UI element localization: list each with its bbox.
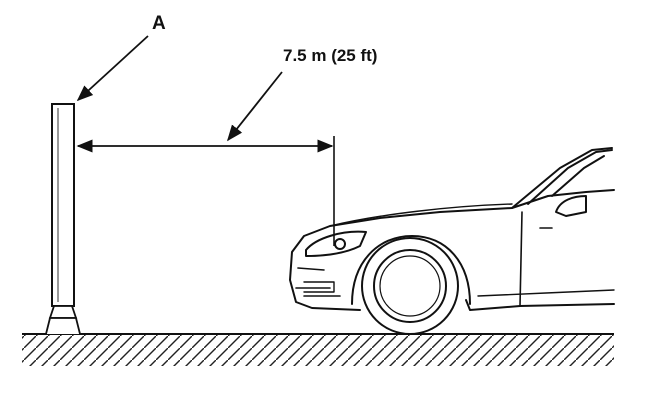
screen-stand-base	[45, 317, 81, 335]
wheel-arch	[351, 235, 471, 305]
car	[289, 147, 615, 311]
leader-distance	[226, 71, 283, 142]
front-wheel	[361, 237, 459, 335]
rim	[373, 249, 447, 323]
screen-stand-upper	[48, 305, 78, 319]
door-seam	[519, 211, 523, 307]
distance-dimension	[76, 71, 335, 246]
ground-hatching	[22, 334, 614, 366]
car-beltline	[511, 189, 615, 209]
screen-panel	[51, 103, 75, 307]
aiming-screen	[45, 103, 81, 335]
rim-inner	[379, 255, 441, 317]
side-sill-line	[477, 289, 615, 297]
headlight-lamp	[334, 238, 346, 250]
windshield-frame	[551, 155, 605, 197]
leader-a	[76, 35, 149, 102]
lower-grille	[303, 281, 335, 293]
front-bumper-lines	[295, 267, 341, 297]
tire	[361, 237, 459, 335]
windshield	[527, 149, 613, 205]
ground	[22, 333, 614, 366]
headlight	[305, 230, 367, 257]
side-mirror	[555, 195, 587, 217]
label-a: A	[152, 13, 166, 34]
distance-label: 7.5 m (25 ft)	[283, 46, 378, 65]
hood-line	[329, 203, 513, 227]
